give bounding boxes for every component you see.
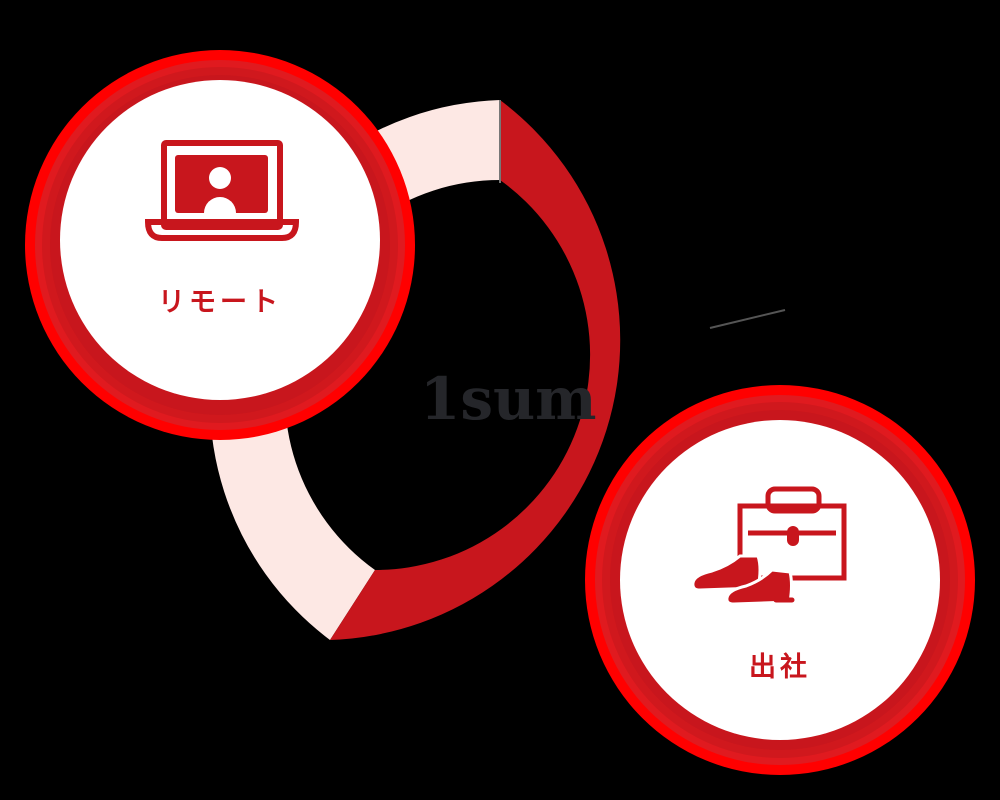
briefcase-shoes-icon	[691, 486, 847, 606]
node-remote[interactable]	[25, 50, 415, 440]
ring-segment-office	[330, 100, 621, 640]
laptop-person-icon	[144, 140, 300, 241]
ring-divider	[709, 309, 786, 329]
node-label-office: 出社	[749, 652, 811, 683]
node-office[interactable]	[585, 385, 975, 775]
node-label-remote: リモート	[158, 287, 282, 318]
center-label: 1sum	[420, 365, 597, 433]
